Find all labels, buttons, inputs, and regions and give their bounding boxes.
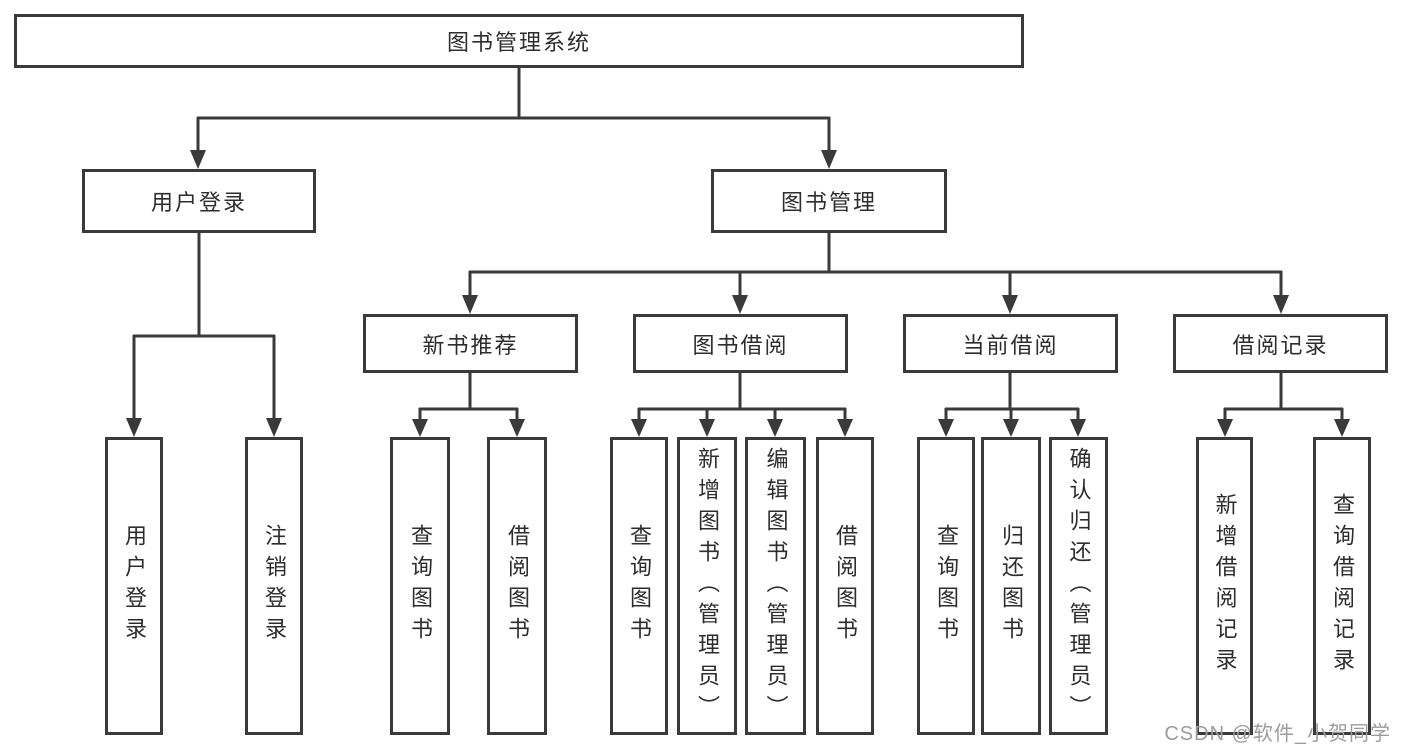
leaf-borrow-query-books-label: 查询图书	[627, 524, 652, 648]
leaf-records-add-record: 新增借阅记录	[1196, 437, 1253, 735]
node-book-borrow-label: 图书借阅	[692, 332, 789, 358]
leaf-borrow-add-books-admin-label: 新增图书（管理员）	[695, 446, 720, 726]
leaf-current-query-books: 查询图书	[917, 437, 975, 735]
node-borrow-records-label: 借阅记录	[1232, 332, 1329, 358]
leaf-borrow-borrow-books: 借阅图书	[816, 437, 874, 735]
leaf-records-query-record: 查询借阅记录	[1313, 437, 1371, 735]
leaf-recommend-query-books: 查询图书	[390, 437, 450, 735]
node-book-management-label: 图书管理	[780, 190, 877, 215]
leaf-borrow-query-books: 查询图书	[610, 437, 668, 735]
leaf-current-return-books-label: 归还图书	[999, 524, 1024, 648]
node-user-login-label: 用户登录	[150, 190, 247, 215]
leaf-records-query-record-label: 查询借阅记录	[1330, 493, 1355, 679]
connector-borrow-records-children	[1217, 373, 1350, 437]
leaf-borrow-add-books-admin: 新增图书（管理员）	[677, 437, 737, 735]
leaf-borrow-edit-books-admin: 编辑图书（管理员）	[745, 437, 806, 735]
leaf-current-query-books-label: 查询图书	[934, 524, 959, 648]
node-book-management: 图书管理	[711, 169, 947, 233]
leaf-recommend-borrow-books: 借阅图书	[487, 437, 547, 735]
leaf-recommend-query-books-label: 查询图书	[408, 524, 433, 648]
leaf-records-add-record-label: 新增借阅记录	[1212, 493, 1238, 679]
node-book-borrow: 图书借阅	[633, 314, 848, 373]
node-current-borrow: 当前借阅	[903, 314, 1118, 373]
connector-user-login-children	[126, 233, 282, 437]
connector-current-borrow-children	[938, 373, 1086, 437]
node-borrow-records: 借阅记录	[1173, 314, 1388, 373]
connector-book-borrow-children	[631, 373, 853, 437]
leaf-user-login: 用户登录	[105, 437, 163, 735]
leaf-current-confirm-return-admin-label: 确认归还（管理员）	[1066, 446, 1092, 726]
node-root-label: 图书管理系统	[446, 30, 591, 55]
leaf-borrow-edit-books-admin-label: 编辑图书（管理员）	[763, 446, 789, 726]
watermark: CSDN @软件_小贺同学	[1164, 723, 1391, 745]
connector-root-to-level2	[190, 68, 837, 169]
leaf-current-confirm-return-admin: 确认归还（管理员）	[1049, 437, 1108, 735]
node-new-book-recommend: 新书推荐	[363, 314, 578, 373]
leaf-recommend-borrow-books-label: 借阅图书	[505, 524, 530, 648]
leaf-current-return-books: 归还图书	[981, 437, 1041, 735]
node-current-borrow-label: 当前借阅	[962, 332, 1059, 358]
connector-book-management-to-level3	[462, 233, 1289, 314]
connector-new-book-recommend-children	[412, 373, 525, 437]
node-new-book-recommend-label: 新书推荐	[422, 332, 519, 358]
leaf-logout: 注销登录	[245, 437, 303, 735]
leaf-borrow-borrow-books-label: 借阅图书	[833, 524, 858, 648]
leaf-user-login-label: 用户登录	[122, 524, 147, 648]
leaf-logout-label: 注销登录	[262, 524, 287, 648]
node-user-login: 用户登录	[82, 169, 316, 233]
node-root: 图书管理系统	[14, 14, 1024, 68]
